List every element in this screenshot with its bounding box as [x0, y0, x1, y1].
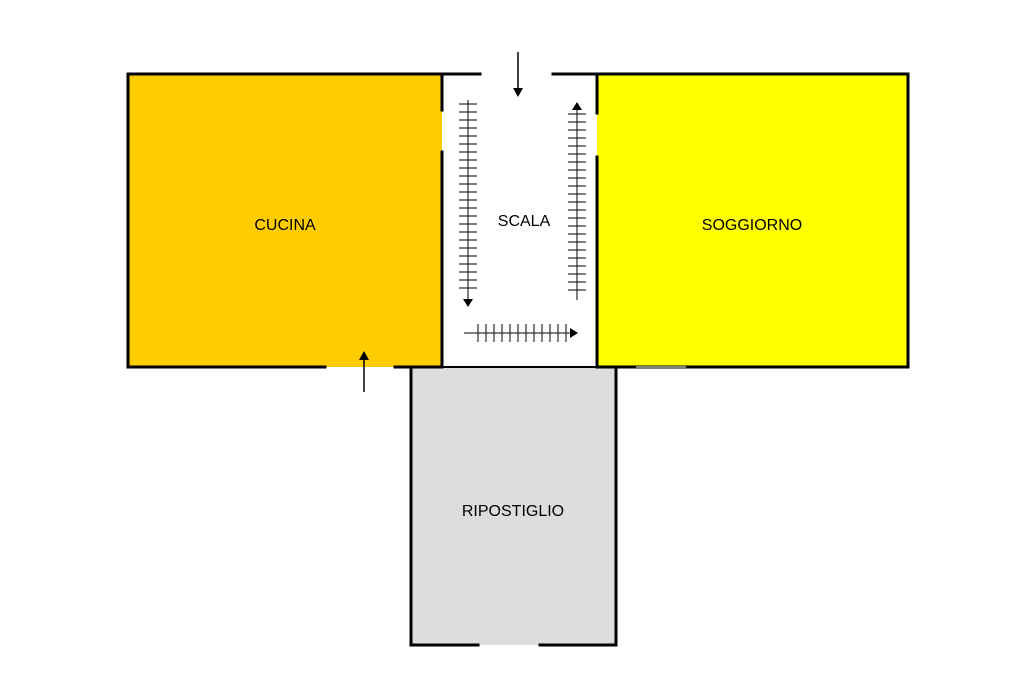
label-cucina: CUCINA — [254, 217, 316, 234]
stair-run-up — [568, 102, 586, 300]
stair-arrow-head — [570, 328, 578, 338]
label-soggiorno: SOGGIORNO — [702, 217, 802, 234]
walls — [126, 72, 910, 647]
entrance-arrow-cucina — [359, 351, 369, 392]
label-ripostiglio: RIPOSTIGLIO — [462, 503, 564, 520]
room-ripostiglio — [411, 367, 616, 645]
room-cucina — [128, 74, 442, 367]
stair-arrow-head — [463, 299, 473, 307]
label-scala: SCALA — [498, 213, 551, 230]
room-soggiorno — [597, 74, 908, 367]
stair-arrow-head — [572, 102, 582, 110]
stair-run-landing — [464, 324, 578, 342]
entrance-arrow-top — [513, 52, 523, 97]
stair-run-down — [459, 100, 477, 307]
